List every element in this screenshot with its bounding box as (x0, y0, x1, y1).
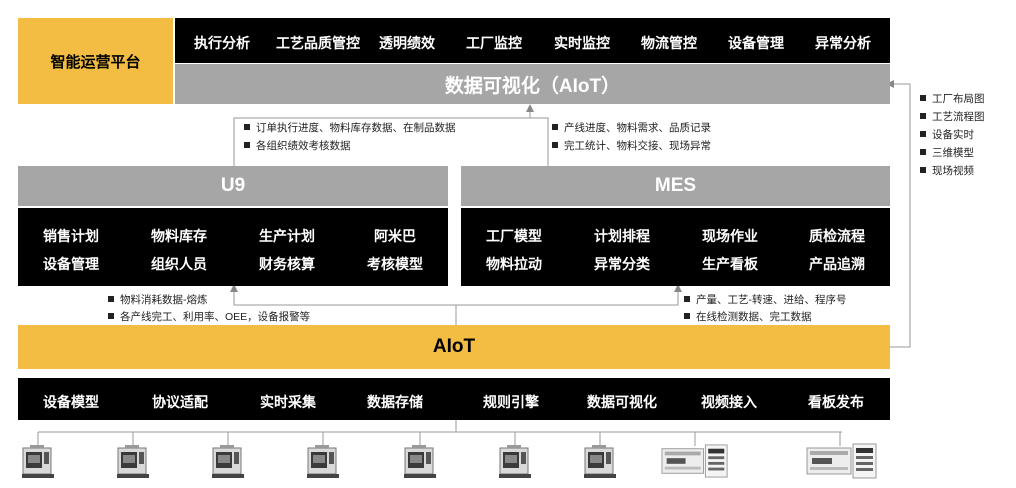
aiot-module: 视频接入 (701, 394, 757, 410)
visualization-label: 数据可视化（AIoT） (444, 75, 621, 97)
u9-header: U9 (18, 166, 448, 206)
aiot-module: 数据可视化 (587, 394, 657, 410)
u9-module: 销售计划 (43, 228, 99, 244)
top-bar-item: 异常分析 (815, 35, 871, 51)
side-note: 三维模型 (920, 145, 974, 160)
mes-flow-note: 完工统计、物料交接、现场异常 (552, 138, 711, 153)
top-bar-item: 工艺品质管控 (276, 35, 360, 51)
aiot-to-u9-note: 各产线完工、利用率、OEE，设备报警等 (108, 309, 310, 324)
side-note: 工厂布局图 (920, 91, 985, 106)
top-bar-item: 执行分析 (194, 35, 250, 51)
mes-module: 产品追溯 (809, 256, 865, 272)
u9-to-viz-line (233, 104, 534, 166)
mes-flow-note: 产线进度、物料需求、品质记录 (552, 120, 711, 135)
aiot-module: 实时采集 (260, 394, 316, 410)
aiot-to-mes-line (456, 284, 682, 306)
u9-modules: 销售计划 物料库存 生产计划 阿米巴 设备管理 组织人员 财务核算 考核模型 (18, 208, 448, 286)
u9-flow-note: 各组织绩效考核数据 (244, 138, 351, 153)
top-bar-item: 透明绩效 (379, 35, 435, 51)
aiot-to-u9-line (230, 284, 457, 325)
mes-header: MES (461, 166, 890, 206)
aiot-to-mes-note: 产量、工艺-转速、进给、程序号 (684, 292, 847, 307)
side-note: 现场视频 (920, 163, 974, 178)
aiot-module: 设备模型 (43, 394, 99, 410)
plc-controller-icon (806, 442, 878, 485)
cnc-machine-icon (402, 444, 438, 485)
aiot-to-mes-note: 在线检测数据、完工数据 (684, 309, 812, 324)
cnc-machine-icon (115, 444, 151, 485)
cnc-machine-icon (20, 444, 56, 485)
mes-to-viz-line (530, 117, 549, 166)
aiot-to-u9-note: 物料消耗数据-熔炼 (108, 292, 208, 307)
aiot-module: 看板发布 (808, 394, 864, 410)
mes-module: 计划排程 (594, 228, 650, 244)
cnc-machine-icon (497, 444, 533, 485)
top-bar-item: 实时监控 (554, 35, 610, 51)
mes-module: 物料拉动 (486, 256, 542, 272)
top-bar-item: 物流管控 (641, 35, 697, 51)
mes-title: MES (654, 175, 697, 196)
mes-modules: 工厂模型 计划排程 现场作业 质检流程 物料拉动 异常分类 生产看板 产品追溯 (461, 208, 890, 286)
cnc-machine-icon (305, 444, 341, 485)
top-bar-item: 设备管理 (728, 35, 784, 51)
mes-module: 异常分类 (594, 256, 650, 272)
u9-module: 阿米巴 (374, 228, 416, 244)
aiot-module: 数据存储 (367, 394, 423, 410)
top-bar: 执行分析 工艺品质管控 透明绩效 工厂监控 实时监控 物流管控 设备管理 异常分… (175, 18, 890, 63)
platform-box: 智能运营平台 (18, 18, 173, 104)
u9-title: U9 (220, 175, 246, 196)
cnc-machine-icon (210, 444, 246, 485)
side-note: 工艺流程图 (920, 109, 985, 124)
mes-module: 生产看板 (702, 256, 758, 272)
aiot-module: 规则引擎 (483, 394, 539, 410)
u9-module: 组织人员 (151, 256, 207, 272)
mes-module: 工厂模型 (486, 228, 542, 244)
visualization-bar: 数据可视化（AIoT） (175, 64, 890, 104)
u9-module: 财务核算 (259, 256, 315, 272)
mes-module: 现场作业 (702, 228, 758, 244)
aiot-bar: AIoT (18, 325, 890, 369)
platform-label: 智能运营平台 (50, 53, 141, 71)
aiot-to-viz-side-line (886, 80, 911, 348)
aiot-modules: 设备模型 协议适配 实时采集 数据存储 规则引擎 数据可视化 视频接入 看板发布 (18, 378, 890, 420)
u9-flow-note: 订单执行进度、物料库存数据、在制品数据 (244, 120, 456, 135)
aiot-title: AIoT (432, 336, 476, 357)
plc-controller-icon (661, 442, 729, 485)
mes-module: 质检流程 (809, 228, 865, 244)
aiot-module: 协议适配 (152, 394, 208, 410)
u9-module: 物料库存 (151, 228, 207, 244)
u9-module: 生产计划 (259, 228, 315, 244)
u9-module: 设备管理 (43, 256, 99, 272)
top-bar-item: 工厂监控 (466, 35, 522, 51)
cnc-machine-icon (582, 444, 618, 485)
side-note: 设备实时 (920, 127, 974, 142)
u9-module: 考核模型 (367, 256, 423, 272)
